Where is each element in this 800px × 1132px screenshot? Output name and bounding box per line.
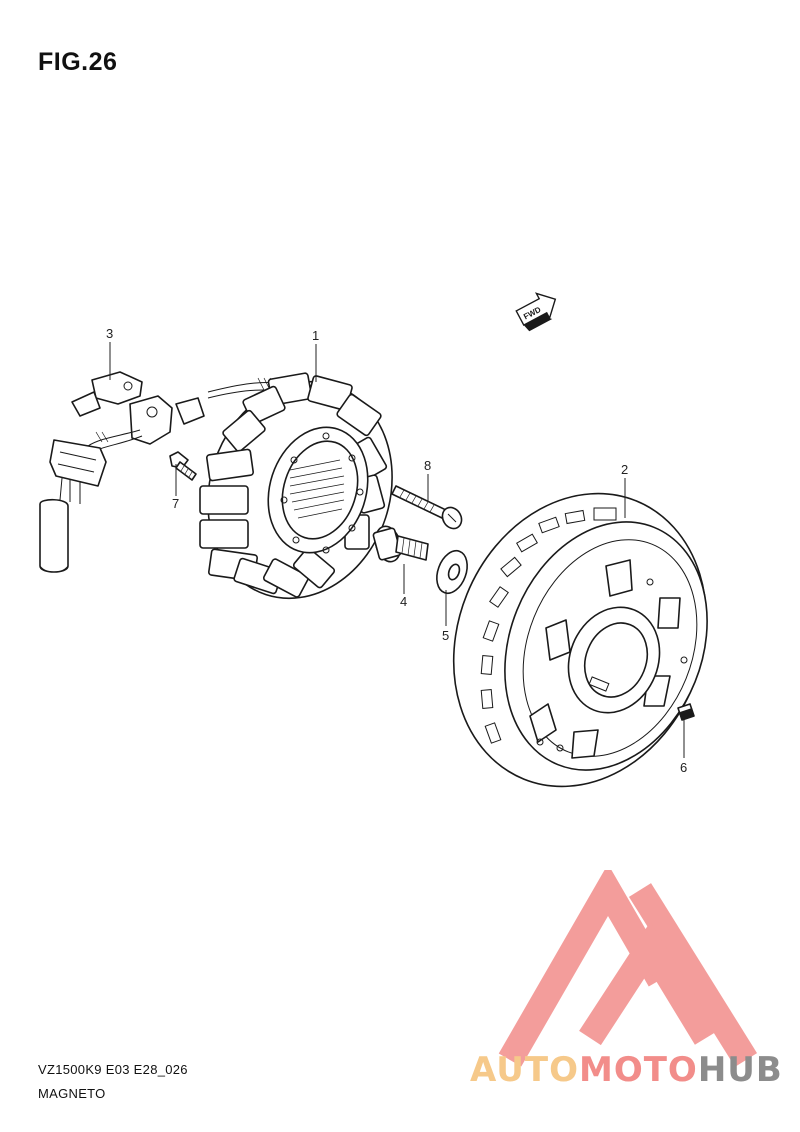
callout-8: 8 [424, 458, 431, 473]
forward-arrow-icon: FWD [515, 292, 557, 332]
key-icon [677, 703, 695, 721]
leader-lines [109, 342, 685, 758]
automotohub-triangle-logo [498, 870, 758, 1067]
drawing-code: VZ1500K9 E03 E28_026 [38, 1062, 188, 1077]
watermark-wordmark: AUTOMOTOHUB [470, 1050, 783, 1090]
watermark-auto: AUTO [470, 1050, 579, 1090]
washer-icon [436, 549, 468, 595]
callout-5: 5 [442, 628, 449, 643]
watermark-moto: MOTO [578, 1050, 698, 1090]
stator-bolt-icon [391, 485, 463, 530]
callout-4: 4 [400, 594, 407, 609]
callout-labels: 1 2 3 4 5 6 7 8 [106, 326, 687, 775]
wire-clamp-icon [71, 371, 205, 445]
callout-1: 1 [312, 328, 319, 343]
stator-coil-icon [199, 372, 393, 600]
callout-6: 6 [680, 760, 687, 775]
watermark-hub: HUB [697, 1050, 783, 1090]
rotor-bolt-icon [372, 525, 429, 563]
connector-icon [39, 439, 107, 573]
rotor-icon [452, 492, 708, 788]
callout-2: 2 [621, 462, 628, 477]
callout-7: 7 [172, 496, 179, 511]
drawing-caption: MAGNETO [38, 1086, 106, 1101]
callout-3: 3 [106, 326, 113, 341]
figure-title: FIG.26 [38, 48, 118, 76]
clamp-bolt-icon [169, 451, 197, 481]
